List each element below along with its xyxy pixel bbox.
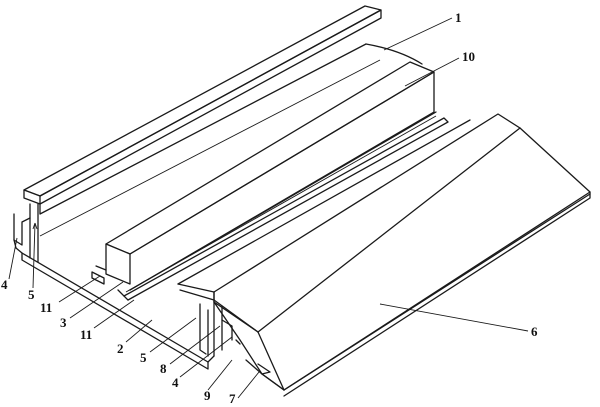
base-plate (15, 247, 215, 370)
callout-5: 5 (28, 287, 35, 302)
callout-11: 11 (80, 327, 92, 342)
callout-8: 8 (160, 361, 167, 376)
callout-4: 4 (172, 375, 179, 390)
callout-labels: 1 10 6 4 5 11 3 11 2 5 8 4 9 7 (1, 10, 538, 406)
callout-5: 5 (140, 350, 147, 365)
callout-3: 3 (60, 315, 67, 330)
callout-7: 7 (229, 391, 236, 406)
middle-rib (91, 61, 449, 301)
right-ramp (177, 113, 591, 397)
left-wall (13, 5, 423, 263)
callout-4: 4 (1, 277, 8, 292)
callout-2: 2 (117, 341, 124, 356)
callout-9: 9 (204, 388, 211, 403)
callout-6: 6 (531, 324, 538, 339)
callout-10: 10 (462, 49, 475, 64)
leader-lines (8, 17, 529, 399)
callout-1: 1 (455, 10, 462, 25)
callout-11: 11 (40, 300, 52, 315)
